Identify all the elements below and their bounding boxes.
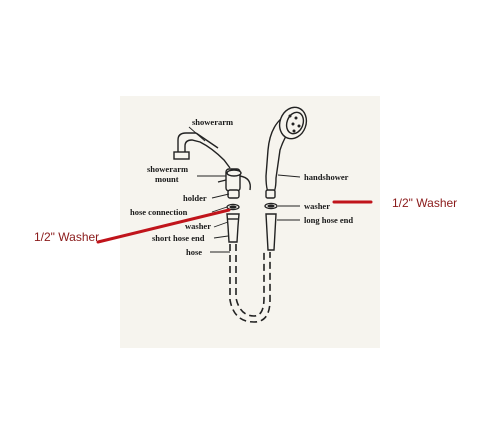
callout-left-text: 1/2" Washer [34,230,99,244]
washer-right-part [264,202,278,210]
callout-line-left [96,208,231,244]
label-holder: holder [183,193,207,203]
label-showerarm: showerarm [192,117,233,127]
hose-part [229,244,271,323]
callout-right-text: 1/2" Washer [392,196,457,210]
showerarm-mount-part [217,168,251,199]
long-hose-end-part [265,213,277,251]
showerarm-part [173,132,231,169]
label-hose-connection: hose connection [130,207,188,217]
handshower-part [265,106,308,199]
short-hose-end-part [226,213,240,243]
label-washer-right: washer [304,201,330,211]
leader-lines [188,126,301,253]
label-showerarm-mount-2: mount [155,174,179,184]
label-handshower: handshower [304,172,349,182]
diagram-panel [120,96,380,348]
label-hose: hose [186,247,202,257]
label-long-hose-end: long hose end [304,215,353,225]
label-showerarm-mount-1: showerarm [147,164,188,174]
label-short-hose-end: short hose end [152,233,205,243]
label-washer-left: washer [185,221,211,231]
